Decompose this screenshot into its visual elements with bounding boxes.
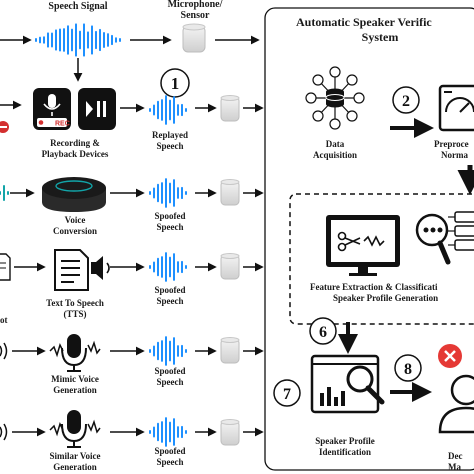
play-pause-icon xyxy=(78,88,116,130)
row3-device-label-line2: (TTS) xyxy=(63,309,87,319)
row5-speech-label-line1: Spoofed xyxy=(154,446,186,456)
row5-device-label-line1: Similar Voice xyxy=(49,451,101,461)
badge-8: 8 xyxy=(394,354,422,382)
decision-label-line2: Ma xyxy=(448,462,461,472)
left-document-icon xyxy=(0,253,11,281)
data-acquisition-label-line1: Data xyxy=(325,139,345,149)
microphone-label-line2: Sensor xyxy=(180,10,210,21)
left-sound-icon-5 xyxy=(0,423,8,441)
classification-magnifier-icon xyxy=(415,211,474,265)
row3-left-fragment: ot xyxy=(0,315,8,325)
speaker-icon-2 xyxy=(220,179,240,206)
feature-extraction-box xyxy=(289,193,474,325)
speaker-icon-4 xyxy=(220,337,240,364)
row5-speech-label-line2: Speech xyxy=(156,457,184,467)
row3-speech-label-line2: Speech xyxy=(156,296,184,306)
badge-7: 7 xyxy=(273,379,301,407)
feature-extraction-label-line1: Feature Extraction & Classificati xyxy=(310,282,438,292)
similar-voice-microphone-icon xyxy=(49,410,101,448)
row1-speech-label-line1: Replayed xyxy=(152,130,188,140)
rec-device-icon xyxy=(33,88,71,130)
asv-title-line2: System xyxy=(361,30,399,44)
stop-sign-icon xyxy=(0,121,9,133)
badge-6: 6 xyxy=(309,317,337,345)
row1-speech-label-line2: Speech xyxy=(156,141,184,151)
asv-system-panel xyxy=(264,7,474,471)
row5-device-label-line2: Generation xyxy=(53,462,97,472)
row2-speech-label-line1: Spoofed xyxy=(154,211,186,221)
feature-extraction-monitor-icon xyxy=(326,215,400,276)
preprocessing-monitor-icon xyxy=(438,84,474,132)
microphone-sensor-icon xyxy=(182,23,206,53)
speaker-identification-label-line1: Speaker Profile xyxy=(315,436,375,446)
spoofed-speech-wave-icon-4 xyxy=(149,336,187,366)
row2-device-label-line1: Voice xyxy=(64,215,86,225)
decision-label-line1: Dec xyxy=(448,451,463,461)
row2-device-label-line2: Conversion xyxy=(52,226,97,236)
replayed-speech-wave-icon xyxy=(149,95,187,125)
smart-speaker-icon xyxy=(42,177,106,212)
badge-2: 2 xyxy=(392,86,420,114)
mimic-microphone-icon xyxy=(49,334,101,372)
svg-text:7: 7 xyxy=(283,386,291,403)
data-acquisition-icon xyxy=(305,66,365,130)
svg-text:1: 1 xyxy=(171,74,180,93)
row2-speech-label-line2: Speech xyxy=(156,222,184,232)
microphone-label-line1: Microphone/ xyxy=(167,0,223,10)
feature-extraction-label-line2: Speaker Profile Generation xyxy=(333,293,439,303)
row1-device-label-line2: Playback Devices xyxy=(41,149,109,159)
left-wave-icon-2 xyxy=(0,185,9,201)
speech-signal-wave-icon xyxy=(35,23,121,57)
left-sound-icon-4 xyxy=(0,342,8,360)
data-acquisition-label-line2: Acquisition xyxy=(312,150,357,160)
preprocessing-label-line2: Norma xyxy=(441,150,468,160)
speaker-icon-5 xyxy=(220,419,240,446)
row4-device-label-line2: Generation xyxy=(53,385,97,395)
row4-device-label-line1: Mimic Voice xyxy=(51,374,99,384)
row4-speech-label-line1: Spoofed xyxy=(154,366,186,376)
row3-device-label-line1: Text To Speech xyxy=(46,298,104,308)
preprocessing-label-line1: Preproce xyxy=(434,139,469,149)
speaker-identification-label-line2: Identification xyxy=(318,447,371,457)
speech-signal-label: Speech Signal xyxy=(48,1,108,12)
speaker-identification-icon xyxy=(310,354,385,414)
svg-text:2: 2 xyxy=(402,93,410,110)
speaker-icon-1 xyxy=(220,95,240,122)
spoofed-speech-wave-icon-5 xyxy=(149,417,187,447)
row3-speech-label-line1: Spoofed xyxy=(154,285,186,295)
svg-text:8: 8 xyxy=(404,361,412,378)
speaker-icon-3 xyxy=(220,253,240,280)
decision-user-reject-icon xyxy=(438,344,474,434)
text-to-speech-icon xyxy=(54,249,110,291)
spoofed-speech-wave-icon-2 xyxy=(149,178,187,208)
row1-device-label-line1: Recording & xyxy=(50,138,100,148)
rec-text: REC xyxy=(55,121,70,128)
spoofed-speech-wave-icon-3 xyxy=(149,252,187,282)
badge-1: 1 xyxy=(160,68,190,98)
asv-title-line1: Automatic Speaker Verific xyxy=(296,15,432,29)
row4-speech-label-line2: Speech xyxy=(156,377,184,387)
svg-text:6: 6 xyxy=(319,324,327,341)
